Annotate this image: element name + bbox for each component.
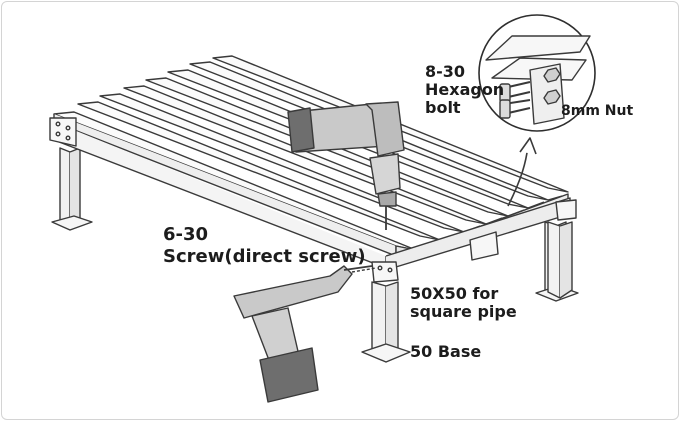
hexagon-bolt-type: bolt (425, 97, 461, 117)
front-left-leg (361, 281, 411, 363)
square-pipe-label: 50X50 for square pipe (410, 285, 517, 321)
nut-label: 8mm Nut (561, 103, 634, 119)
bolt-detail-callout (478, 14, 596, 132)
back-left-leg (51, 147, 93, 231)
screw-size: 6-30 (163, 224, 209, 245)
hexagon-bolt-word: Hexagon (425, 79, 505, 99)
square-pipe-frame (49, 117, 577, 283)
hexagon-bolt-label: 8-30 Hexagon bolt (425, 63, 504, 117)
screw-leader-line (351, 267, 377, 273)
arrow-icon (507, 137, 537, 207)
hexagon-bolt-size: 8-30 (425, 62, 466, 81)
front-right-leg (547, 221, 573, 299)
square-pipe-size: 50X50 for (410, 284, 499, 303)
bolt-icon (499, 81, 531, 119)
screw-type: Screw(direct screw) (163, 245, 366, 267)
drill-icon (287, 101, 405, 230)
screw-label: 6-30 Screw(direct screw) (163, 224, 366, 267)
square-pipe-type: square pipe (410, 301, 517, 321)
nut-icon (543, 67, 561, 105)
base-label: 50 Base (410, 342, 482, 361)
drill-icon (233, 265, 373, 403)
